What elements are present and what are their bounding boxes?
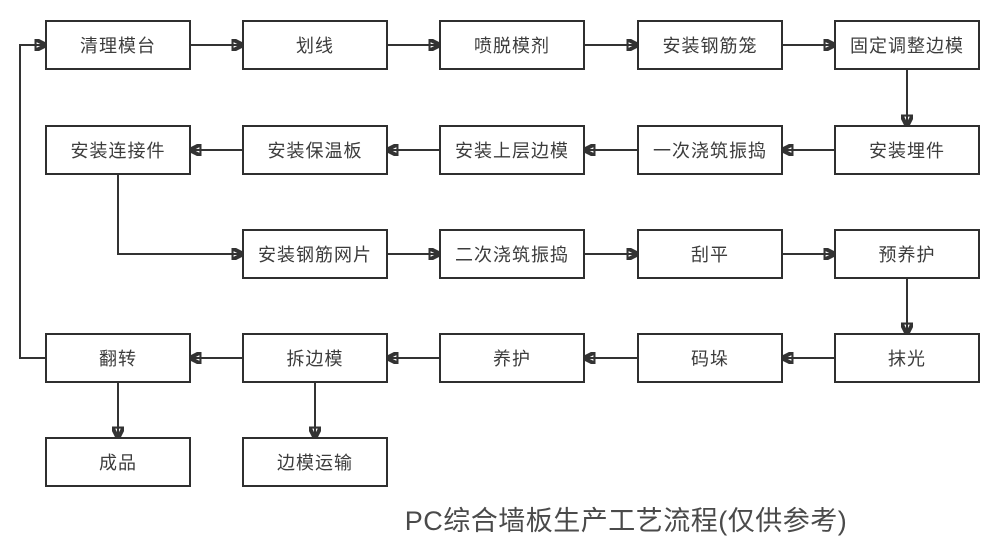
- node-pre-curing: 预养护: [834, 229, 980, 279]
- node-side-mold-transport: 边模运输: [242, 437, 388, 487]
- diagram-title: PC综合墙板生产工艺流程(仅供参考): [404, 506, 848, 536]
- node-flip: 翻转: [45, 333, 191, 383]
- node-fix-adjust-side-mold: 固定调整边模: [834, 20, 980, 70]
- node-install-rebar-cage: 安装钢筋笼: [637, 20, 783, 70]
- node-finished-product: 成品: [45, 437, 191, 487]
- node-clean-mold-table: 清理模台: [45, 20, 191, 70]
- node-scrape-level: 刮平: [637, 229, 783, 279]
- node-stacking: 码垛: [637, 333, 783, 383]
- node-trowel-polish: 抹光: [834, 333, 980, 383]
- node-curing: 养护: [439, 333, 585, 383]
- node-marking: 划线: [242, 20, 388, 70]
- node-install-upper-side-mold: 安装上层边模: [439, 125, 585, 175]
- node-second-pour-vibrate: 二次浇筑振捣: [439, 229, 585, 279]
- edge-flip-to-clean-mold-table: [19, 45, 45, 359]
- node-install-connectors: 安装连接件: [45, 125, 191, 175]
- node-install-embedded-parts: 安装埋件: [834, 125, 980, 175]
- node-install-insulation-board: 安装保温板: [242, 125, 388, 175]
- node-install-rebar-mesh: 安装钢筋网片: [242, 229, 388, 279]
- node-remove-side-mold: 拆边模: [242, 333, 388, 383]
- node-first-pour-vibrate: 一次浇筑振捣: [637, 125, 783, 175]
- edge-install-connectors-to-install-rebar-mesh: [117, 175, 242, 254]
- node-spray-release-agent: 喷脱模剂: [439, 20, 585, 70]
